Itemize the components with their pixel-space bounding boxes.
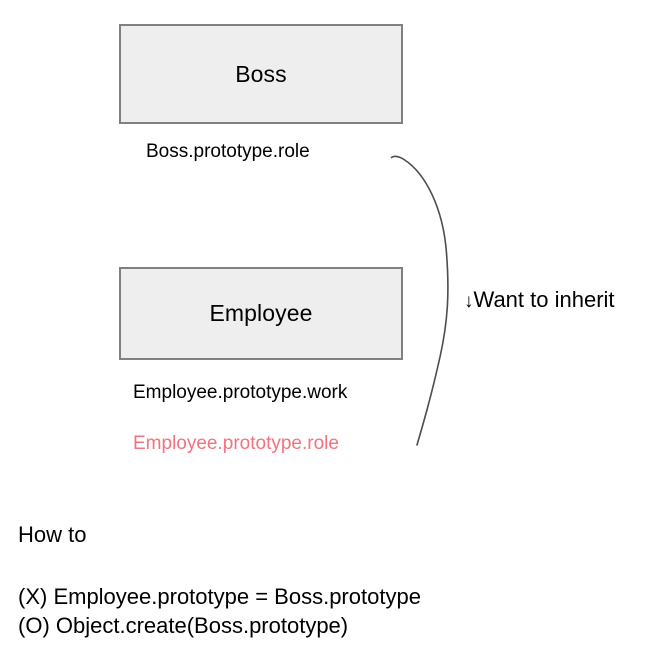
class-box-boss[interactable]: Boss xyxy=(119,24,403,124)
inherit-annotation: ↓Want to inherit xyxy=(464,287,615,312)
member-label-employee-prototype-work: Employee.prototype.work xyxy=(133,382,348,403)
arrow-down-icon: ↓ xyxy=(464,291,474,312)
note-line-bad-approach: (X) Employee.prototype = Boss.prototype xyxy=(18,584,421,609)
member-label-employee-prototype-role: Employee.prototype.role xyxy=(133,433,339,454)
inherit-annotation-label: Want to inherit xyxy=(473,287,615,312)
class-box-boss-title: Boss xyxy=(235,60,287,87)
class-box-employee-title: Employee xyxy=(209,300,313,326)
member-label-boss-prototype-role: Boss.prototype.role xyxy=(146,141,310,162)
how-to-heading: How to xyxy=(18,522,87,547)
note-line-good-approach: (O) Object.create(Boss.prototype) xyxy=(18,613,349,638)
class-box-employee[interactable]: Employee xyxy=(119,267,403,360)
